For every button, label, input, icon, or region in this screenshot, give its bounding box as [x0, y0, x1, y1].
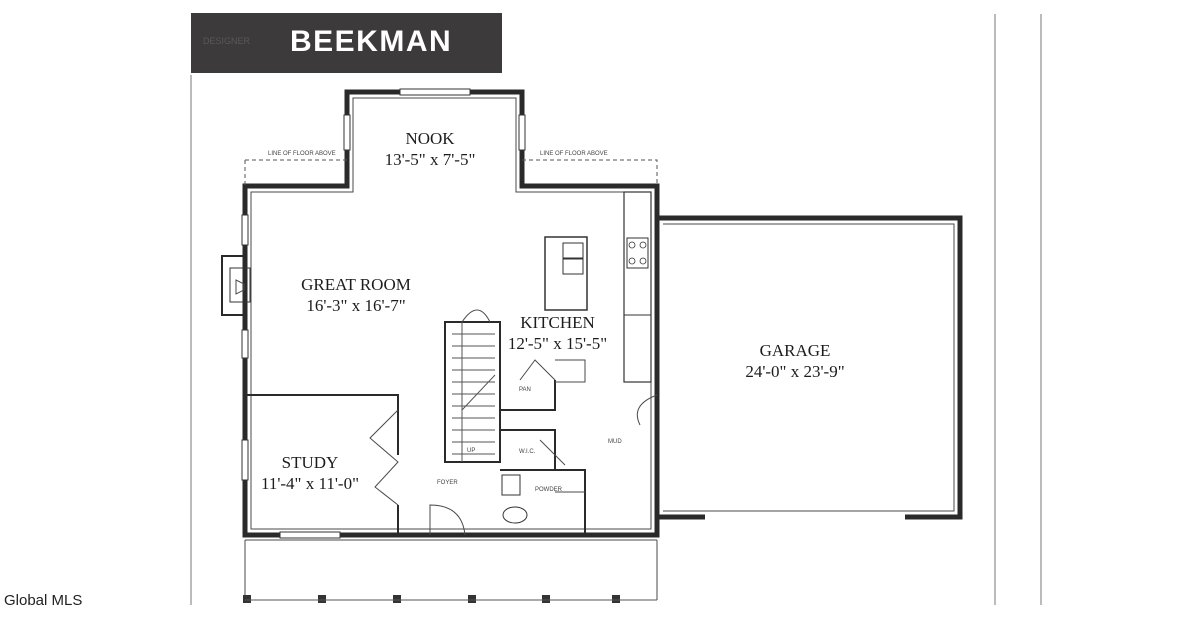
fireplace-hearth: [229, 267, 251, 303]
study-window-bottom: [279, 531, 341, 539]
pantry-door: [519, 359, 556, 381]
mls-credit: Global MLS: [4, 592, 83, 609]
great-room-dims: 16'-3" x 16'-7": [306, 296, 406, 315]
house-interior-wall-line: [250, 97, 652, 530]
powder-toilet: [502, 506, 528, 524]
powder-sink: [501, 474, 521, 496]
room-label-kitchen: KITCHEN 12'-5" x 15'-5": [495, 312, 620, 354]
kitchen-sink-2: [562, 258, 584, 275]
burner-2: [639, 241, 647, 249]
garage-name: GARAGE: [759, 341, 831, 360]
wic-door: [539, 439, 566, 466]
line-floor-above-left: [244, 159, 347, 186]
garage-dims: 24'-0" x 23'-9": [745, 362, 845, 381]
nook-window-right: [518, 114, 526, 151]
burner-4: [639, 257, 647, 265]
great-room-window-left-2: [241, 329, 249, 359]
room-label-nook: NOOK 13'-5" x 7'-5": [375, 128, 485, 170]
fireplace: [221, 255, 245, 316]
study-dims: 11'-4" x 11'-0": [260, 474, 360, 493]
powder-label: POWDER: [535, 487, 562, 493]
nook-window-top: [399, 88, 471, 96]
title-banner: [191, 13, 502, 73]
kitchen-sink-1: [562, 242, 584, 259]
wic-label: W.I.C.: [519, 449, 536, 455]
staircase-treads: [452, 322, 496, 462]
house-exterior-wall: [242, 89, 660, 538]
fireplace-firebox: [235, 279, 245, 295]
nook-window-left: [343, 114, 351, 151]
stair-door-arc: [461, 309, 491, 323]
study-name: STUDY: [281, 453, 339, 472]
pantry-wall: [499, 358, 556, 411]
kitchen-name: KITCHEN: [520, 313, 595, 332]
line-floor-above-right-label: LINE OF FLOOR ABOVE: [540, 151, 608, 157]
kitchen-dims: 12'-5" x 15'-5": [507, 334, 608, 353]
plan-title: BEEKMAN: [290, 25, 453, 58]
porch-posts: [243, 595, 620, 603]
room-label-garage: GARAGE 24'-0" x 23'-9": [730, 340, 860, 382]
staircase-outline: [444, 321, 501, 463]
burner-1: [628, 241, 636, 249]
wic-wall: [500, 429, 556, 470]
kitchen-island: [544, 236, 588, 311]
great-room-name: GREAT ROOM: [301, 275, 411, 294]
front-door-swing: [429, 504, 466, 536]
kitchen-cooktop: [626, 237, 649, 269]
foyer-label: FOYER: [437, 480, 458, 486]
room-label-study: STUDY 11'-4" x 11'-0": [250, 452, 370, 494]
great-room-window-left: [241, 214, 249, 246]
banner-faint-text: DESIGNER: [203, 36, 251, 46]
nook-name: NOOK: [405, 129, 455, 148]
garage-wall-inner: [663, 223, 955, 512]
study-closet-doors: [369, 409, 399, 506]
kitchen-counter-right: [623, 191, 652, 383]
front-porch: [244, 539, 658, 600]
mud-label: MUD: [608, 439, 622, 445]
pantry-label: PAN: [519, 387, 531, 393]
line-floor-above-right: [522, 159, 658, 186]
line-floor-above-left-label: LINE OF FLOOR ABOVE: [268, 151, 336, 157]
mud-door: [636, 394, 658, 426]
kitchen-counter-lower: [555, 359, 586, 383]
study-wall: [245, 394, 399, 455]
garage-door-opening: [705, 513, 905, 521]
nook-dims: 13'-5" x 7'-5": [384, 150, 476, 169]
burner-3: [628, 257, 636, 265]
room-label-great-room: GREAT ROOM 16'-3" x 16'-7": [286, 274, 426, 316]
stair-up-label: UP: [467, 448, 476, 454]
study-window-left: [241, 439, 249, 481]
powder-wall: [500, 469, 586, 535]
kitchen-fridge: [623, 314, 652, 383]
